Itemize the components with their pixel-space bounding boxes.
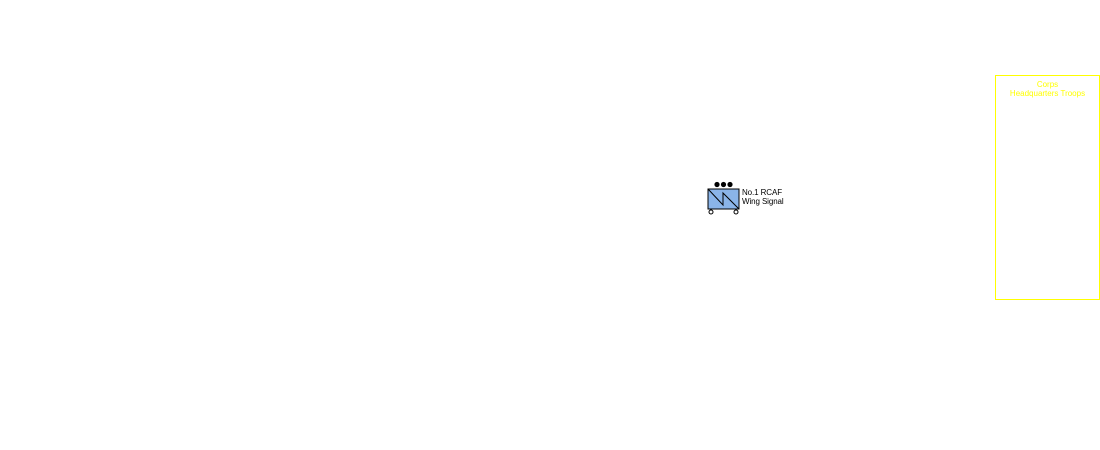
unit-node[interactable]: No.1 RCAF Wing Signal (706, 180, 796, 216)
wheel-icon (708, 209, 714, 215)
formation-title-line1: Corps (1036, 80, 1059, 89)
size-dot (727, 181, 733, 188)
signal-unit-icon (707, 181, 740, 215)
formation-box[interactable]: Corps Headquarters Troops (995, 75, 1100, 300)
size-dot (720, 181, 727, 188)
unit-name-line2: Wing Signal (742, 197, 784, 206)
unit-label: No.1 RCAF Wing Signal (742, 188, 784, 206)
signal-zigzag (707, 188, 740, 210)
wheel-icon (733, 209, 739, 215)
formation-title: Corps Headquarters Troops (996, 80, 1099, 98)
unit-name-line1: No.1 RCAF (742, 188, 782, 197)
formation-title-line2: Headquarters Troops (1009, 89, 1086, 98)
size-dot (714, 181, 720, 188)
